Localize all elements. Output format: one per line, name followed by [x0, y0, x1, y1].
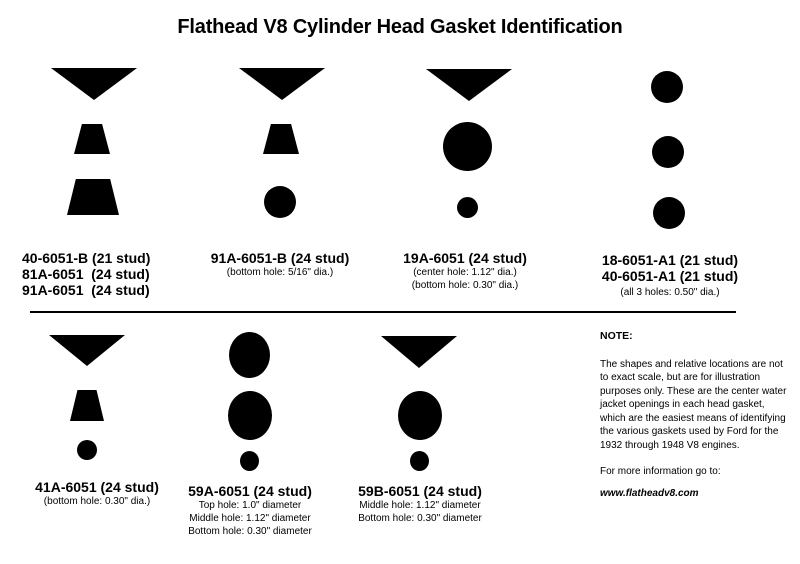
part-number: 40-6051-A1 (21 stud) [601, 268, 739, 284]
part-number: 81A-6051 (24 stud) [22, 266, 150, 282]
small-circle-opening [240, 451, 259, 471]
gasket-label-3: 19A-6051 (24 stud) (center hole: 1.12" d… [395, 250, 535, 292]
large-circle-opening [229, 332, 270, 378]
large-circle-opening [398, 391, 442, 440]
small-circle-opening [457, 197, 478, 218]
hole-note: (all 3 holes: 0.50" dia.) [620, 287, 720, 298]
part-number: 59B-6051 (24 stud) [358, 483, 482, 499]
part-number: 41A-6051 (24 stud) [35, 479, 159, 495]
circle-opening [653, 197, 685, 229]
gasket-label-1: 40-6051-B (21 stud) 81A-6051 (24 stud) 9… [22, 250, 172, 298]
note-title: NOTE: [600, 330, 633, 342]
triangle-opening [426, 69, 512, 101]
gasket-label-2: 91A-6051-B (24 stud) (bottom hole: 5/16"… [200, 250, 360, 279]
hole-note: Middle hole: 1.12" diameter [189, 513, 311, 524]
triangle-opening [51, 68, 137, 100]
hole-note: (bottom hole: 0.30" dia.) [411, 280, 519, 291]
triangle-opening [381, 336, 457, 368]
circle-opening [264, 186, 296, 218]
hole-note: Top hole: 1.0" diameter [198, 500, 302, 511]
hole-note: Bottom hole: 0.30" diameter [358, 513, 482, 524]
part-number: 91A-6051 (24 stud) [22, 282, 150, 298]
hole-note: (bottom hole: 0.30" dia.) [43, 496, 151, 507]
website-link[interactable]: www.flatheadv8.com [600, 487, 699, 499]
part-number: 91A-6051-B (24 stud) [210, 250, 350, 266]
small-circle-opening [410, 451, 429, 471]
triangle-opening [239, 68, 325, 100]
part-number: 18-6051-A1 (21 stud) [601, 252, 739, 268]
hole-note: Bottom hole: 0.30" diameter [188, 526, 312, 537]
hole-note: (bottom hole: 5/16" dia.) [226, 267, 334, 278]
small-circle-opening [77, 440, 97, 460]
gasket-label-6: 59A-6051 (24 stud) Top hole: 1.0" diamet… [180, 483, 320, 538]
gasket-label-5: 41A-6051 (24 stud) (bottom hole: 0.30" d… [22, 479, 172, 508]
part-number: 40-6051-B (21 stud) [22, 250, 151, 266]
section-divider [30, 311, 736, 313]
circle-opening [652, 136, 684, 168]
large-trapezoid-opening [67, 179, 119, 215]
more-info-text: For more information go to: [600, 466, 721, 477]
large-circle-opening [443, 122, 492, 171]
part-number: 59A-6051 (24 stud) [188, 483, 312, 499]
large-circle-opening [228, 391, 272, 440]
small-trapezoid-opening [263, 124, 299, 154]
small-trapezoid-opening [74, 124, 110, 154]
note-body: The shapes and relative locations are no… [600, 358, 787, 451]
small-trapezoid-opening [70, 390, 104, 421]
gasket-label-4: 18-6051-A1 (21 stud) 40-6051-A1 (21 stud… [590, 252, 750, 299]
circle-opening [651, 71, 683, 103]
note-panel: NOTE: The shapes and relative locations … [600, 330, 790, 500]
page-title: Flathead V8 Cylinder Head Gasket Identif… [177, 16, 623, 38]
triangle-opening [49, 335, 125, 366]
hole-note: (center hole: 1.12" dia.) [413, 267, 517, 278]
hole-note: Middle hole: 1.12" diameter [359, 500, 481, 511]
part-number: 19A-6051 (24 stud) [403, 250, 527, 266]
gasket-label-7: 59B-6051 (24 stud) Middle hole: 1.12" di… [355, 483, 485, 525]
